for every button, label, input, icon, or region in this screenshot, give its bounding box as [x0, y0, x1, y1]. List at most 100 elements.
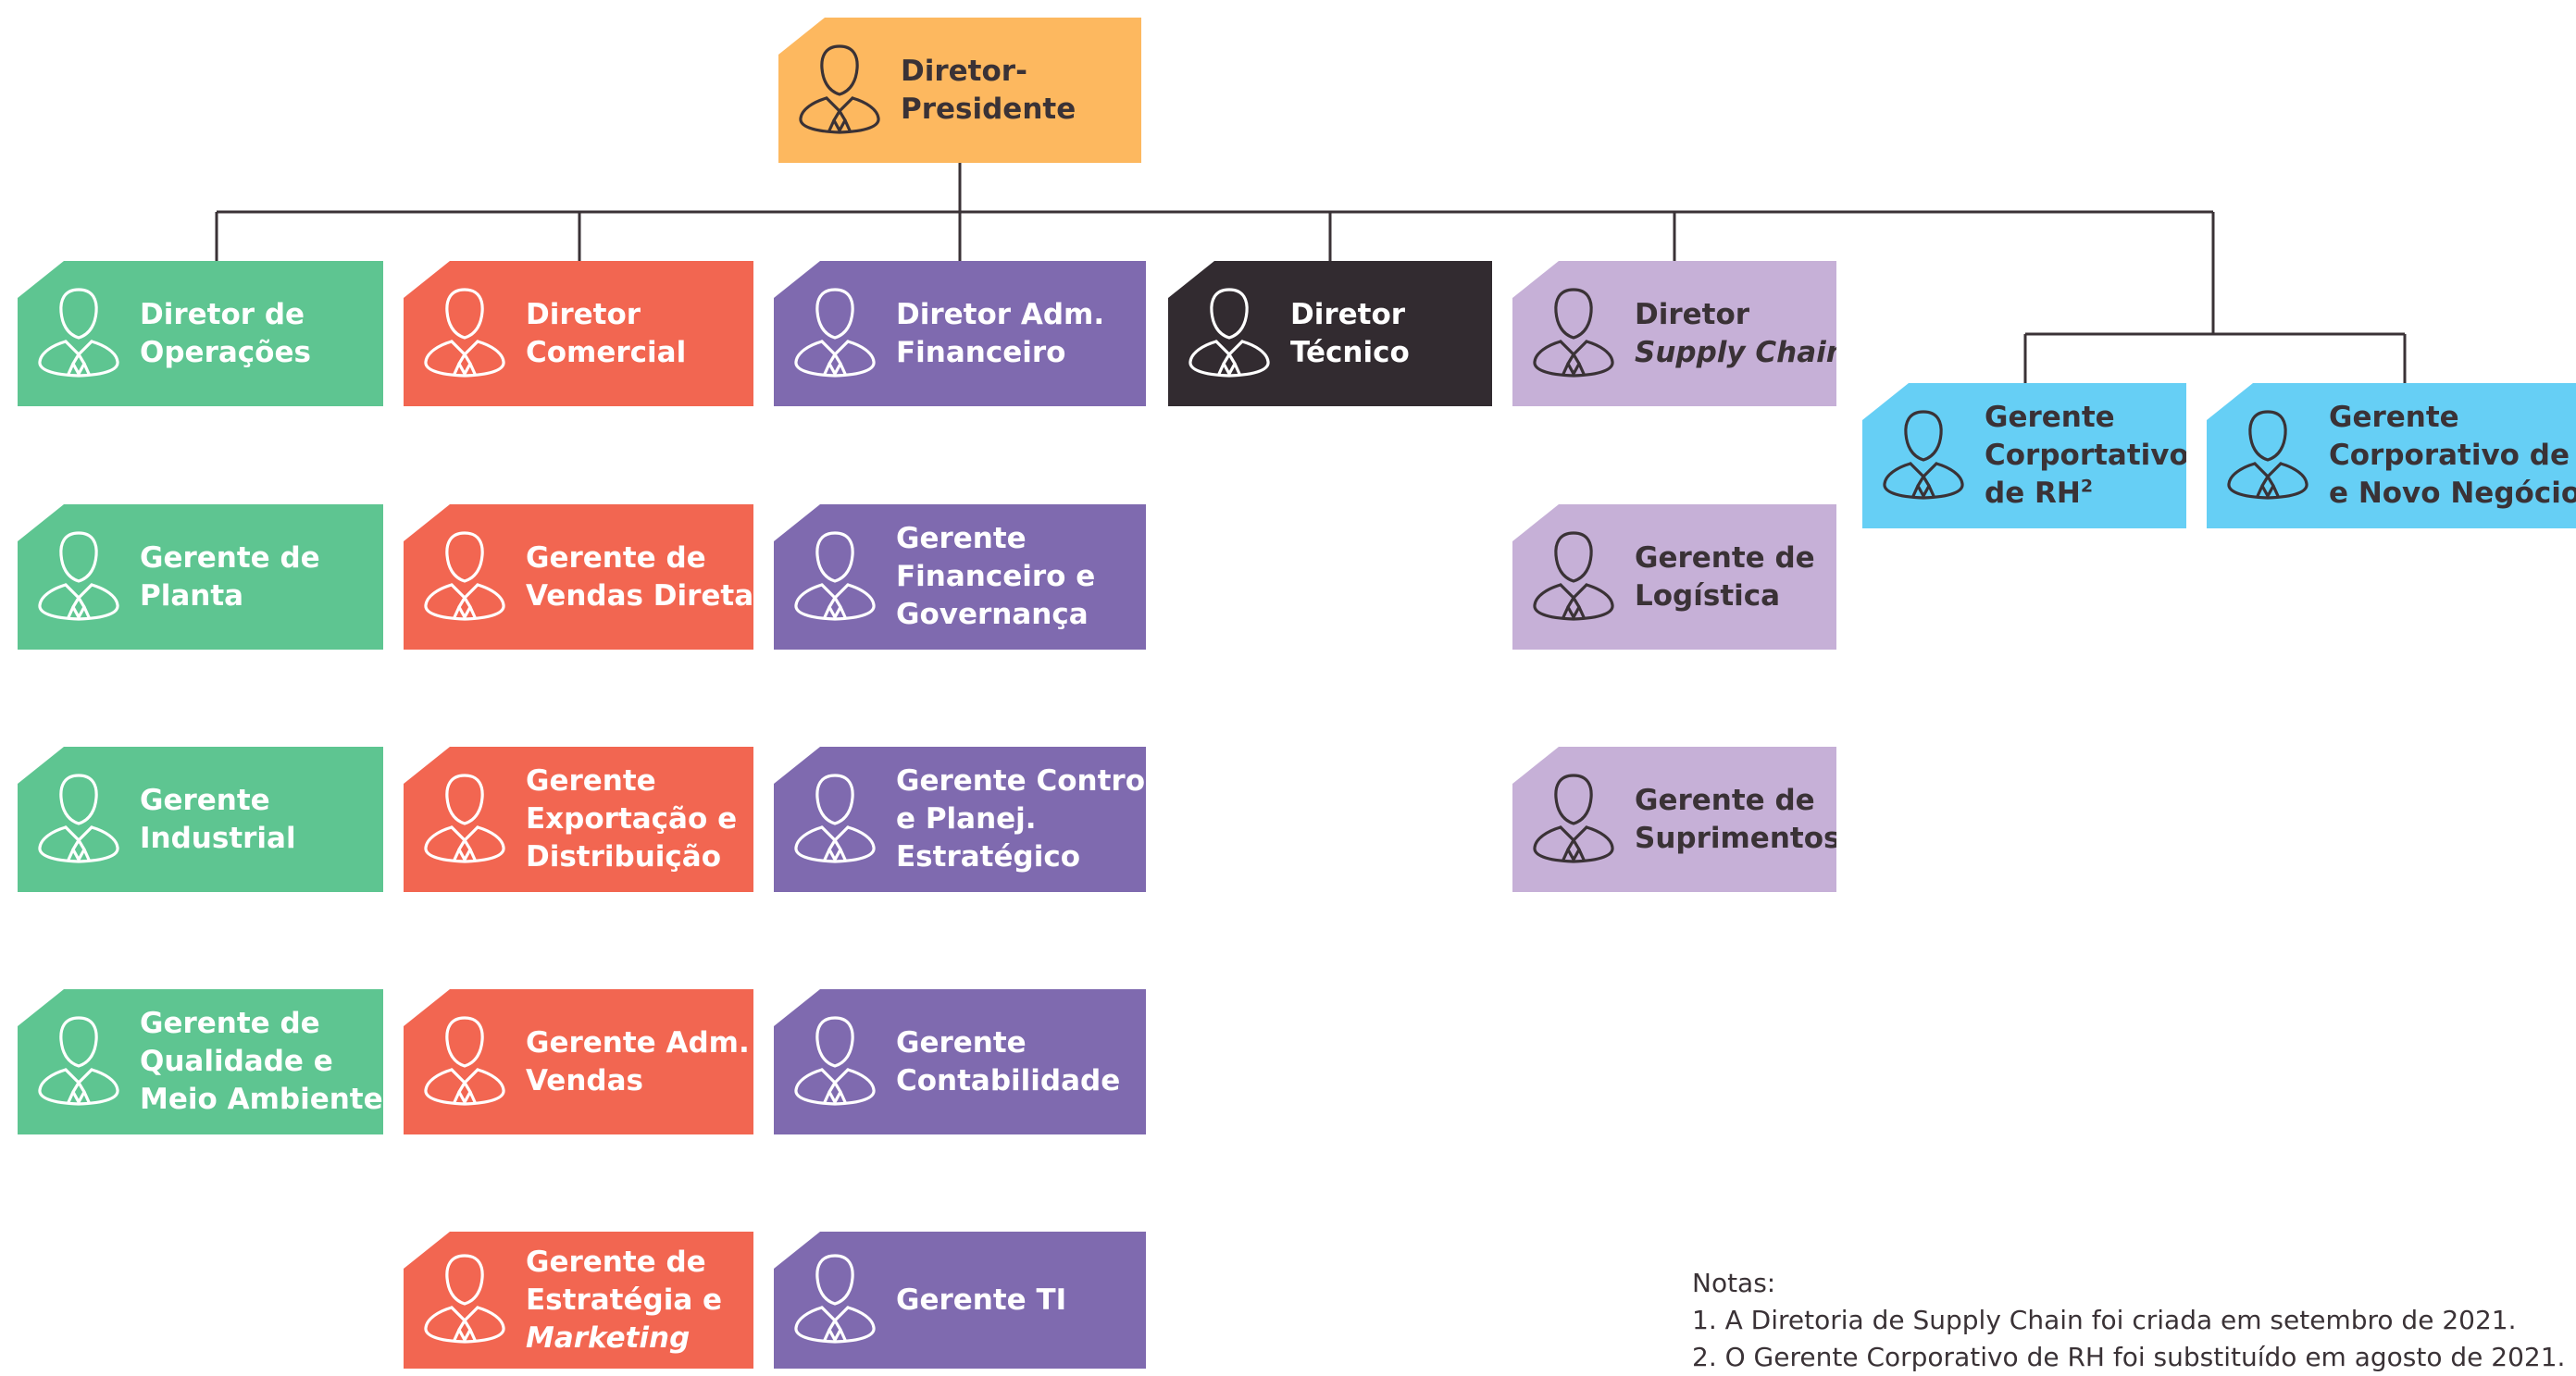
org-box-label-line: Operações: [140, 335, 311, 369]
org-box-diretor-adm-financeiro: Diretor Adm. Financeiro: [774, 261, 1146, 406]
org-box-label-line: Supply Chain1: [1635, 335, 1860, 369]
org-box-label-line: Qualidade e: [140, 1045, 333, 1078]
person-with-tie-icon: [792, 770, 877, 870]
org-box-label-line: de RH2: [1985, 476, 2094, 510]
org-box-label-line: Gerente de: [526, 540, 706, 575]
org-box-label-line: Vendas Diretas: [526, 578, 771, 613]
person-with-tie-icon: [1881, 406, 1966, 506]
org-box-label-line: Gerente: [140, 783, 270, 817]
org-box-label-line: Gerente Adm.: [526, 1025, 750, 1060]
org-box-label-line: Distribuição: [526, 840, 722, 874]
org-box-label-line: Gerente de: [1635, 783, 1815, 817]
org-box-label: Gerente Adm.Vendas: [526, 1024, 750, 1100]
org-box-label-line: Governança: [896, 598, 1089, 631]
org-box-label-line: Gerente: [896, 522, 1027, 555]
person-with-tie-icon: [792, 1012, 877, 1112]
org-box-label-line: Corportativo: [1985, 439, 2189, 472]
org-box-label-line: Vendas: [526, 1063, 643, 1097]
person-with-tie-icon: [1531, 284, 1616, 384]
org-box-label: Gerente Control.e Planej.Estratégico: [896, 762, 1166, 876]
org-box-label-line: Contabilidade: [896, 1063, 1121, 1097]
org-box-label-line: Gerente TI: [896, 1283, 1067, 1317]
org-box-label: Gerente de Suprimentos: [1635, 782, 1841, 858]
org-box-gerente-control: Gerente Control.e Planej.Estratégico: [774, 747, 1146, 892]
org-box-label-line: Financeiro e: [896, 560, 1096, 593]
org-box-label-line: Diretor: [1635, 297, 1750, 331]
org-box-label-line: Industrial: [140, 821, 296, 855]
person-with-tie-icon: [792, 1250, 877, 1350]
org-box-label-line: Gerente Control.: [896, 764, 1166, 798]
person-with-tie-icon: [36, 770, 121, 870]
org-box-label-line: Diretor Adm.: [896, 297, 1105, 331]
org-box-label-line: Gerente: [1985, 401, 2115, 434]
org-box-label-line: Gerente de: [140, 540, 320, 575]
note-1: 1. A Diretoria de Supply Chain foi criad…: [1692, 1305, 2517, 1335]
note-2: 2. O Gerente Corporativo de RH foi subst…: [1692, 1342, 2566, 1372]
org-box-label-line: Diretor: [526, 297, 641, 331]
org-box-label-line: Corporativo de P&D: [2329, 439, 2576, 472]
org-box-label-line: Exportação e: [526, 802, 738, 836]
org-box-gerente-adm-vendas: Gerente Adm.Vendas: [404, 989, 753, 1134]
person-with-tie-icon: [36, 284, 121, 384]
org-box-label-line: Técnico: [1290, 335, 1410, 369]
org-box-diretor-presidente: Diretor- Presidente: [778, 18, 1141, 163]
org-box-label-line: Gerente: [2329, 401, 2459, 434]
org-box-label-line: Diretor-: [901, 54, 1027, 88]
org-box-label-line: Meio Ambiente: [140, 1083, 383, 1116]
org-box-label: Diretor Adm. Financeiro: [896, 296, 1104, 372]
person-with-tie-icon: [1187, 284, 1272, 384]
person-with-tie-icon: [1531, 770, 1616, 870]
org-box-label-line: e Novo Negócios: [2329, 477, 2576, 510]
org-box-label-line: Gerente de: [140, 1007, 320, 1040]
org-box-label-line: Gerente: [896, 1025, 1027, 1060]
person-with-tie-icon: [797, 41, 882, 141]
org-box-label: Gerente TI: [896, 1282, 1066, 1320]
org-box-gerente-ti: Gerente TI: [774, 1232, 1146, 1369]
person-with-tie-icon: [36, 1012, 121, 1112]
org-box-label-line: Financeiro: [896, 335, 1066, 369]
org-box-label-line: Gerente de: [1635, 540, 1815, 575]
person-with-tie-icon: [422, 1250, 507, 1350]
org-box-label-line: Estratégico: [896, 840, 1080, 874]
person-with-tie-icon: [422, 284, 507, 384]
org-box-label-line: Marketing: [526, 1320, 691, 1355]
person-with-tie-icon: [792, 527, 877, 627]
org-box-label-line: Logística: [1635, 578, 1781, 613]
notes-title: Notas:: [1692, 1268, 1776, 1298]
org-box-label-line: Estratégia e: [526, 1283, 723, 1317]
person-with-tie-icon: [422, 770, 507, 870]
org-box-label-line: Suprimentos: [1635, 821, 1841, 855]
org-box-label: Gerente de Qualidade e Meio Ambiente: [140, 1005, 383, 1119]
person-with-tie-icon: [422, 527, 507, 627]
person-with-tie-icon: [2225, 406, 2310, 506]
org-box-label-line: Comercial: [526, 335, 687, 369]
notes: Notas: 1. A Diretoria de Supply Chain fo…: [1692, 1265, 2565, 1376]
person-with-tie-icon: [792, 284, 877, 384]
org-box-label-line: Presidente: [901, 92, 1076, 126]
